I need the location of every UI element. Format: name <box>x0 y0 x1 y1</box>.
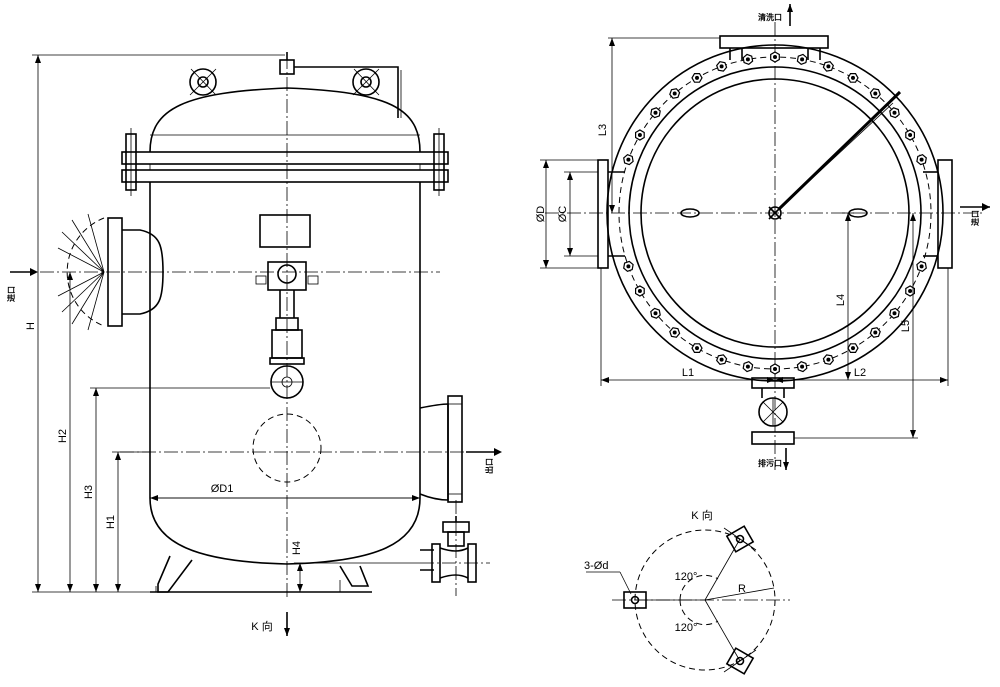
dim-D: ØD <box>535 206 547 223</box>
bolt-center <box>773 55 777 59</box>
dim-C: ØC <box>557 206 569 223</box>
k-view: K 向 3-Ød 120° 120° R <box>584 508 790 675</box>
bottom-dish <box>149 497 421 565</box>
bolt-center <box>873 91 878 96</box>
top-drain-valve: 排污口 <box>751 377 795 470</box>
cover-arm <box>777 90 902 211</box>
dim-H2: H2 <box>57 429 69 443</box>
k-view-radius: R <box>738 583 746 595</box>
bolt-center <box>800 364 805 369</box>
top-inlet-flange <box>597 159 625 269</box>
drain-label: 排污口 <box>758 458 782 468</box>
front-view: 进口 出口 <box>6 52 502 636</box>
bolt-center <box>626 264 631 269</box>
bolt-center <box>695 75 699 80</box>
front-outlet-label: 出口 <box>484 458 494 474</box>
dim-D1: ØD1 <box>211 483 234 495</box>
dim-H: H <box>25 322 37 330</box>
differential-pressure-gauge <box>255 261 319 318</box>
bolt-center <box>626 157 631 162</box>
top-flange <box>121 151 449 165</box>
bolt-ring <box>623 51 927 375</box>
flush-outlet-label: 清洗口 <box>758 12 782 22</box>
dim-H3: H3 <box>83 485 95 499</box>
cover-pivot <box>768 206 782 220</box>
dim-L3: L3 <box>597 124 609 136</box>
front-dimensions: H H2 H3 H1 H4 <box>25 54 420 593</box>
k-view-angle-upper: 120° <box>675 571 698 583</box>
drain-valve <box>420 500 490 596</box>
bolt-center <box>695 346 699 351</box>
bolt-center <box>908 289 913 293</box>
bolt-center <box>826 357 831 362</box>
dim-L2: L2 <box>854 367 866 379</box>
sampling-valve <box>269 317 305 399</box>
k-view-hole-top <box>725 525 755 553</box>
bolt-center <box>892 311 897 316</box>
bolt-center <box>637 289 642 293</box>
front-inlet-label: 进口 <box>6 286 16 302</box>
k-view-angle-lower: 120° <box>675 622 698 634</box>
inlet-nozzle <box>57 213 164 331</box>
k-view-hole-left <box>623 591 647 609</box>
top-inlet-label: 进口 <box>970 210 980 226</box>
top-outlet-flange: 进口 <box>923 159 990 269</box>
cover-inner <box>640 78 910 348</box>
bolt-center <box>672 91 677 96</box>
k-view-hole-bottom <box>725 647 755 675</box>
handle-left <box>680 208 700 218</box>
bolt-center <box>800 57 805 62</box>
bolt-center <box>908 133 913 137</box>
bolt-center <box>826 64 831 69</box>
bolt-center <box>919 157 924 162</box>
top-dome <box>149 87 421 153</box>
bolt-center <box>773 367 777 371</box>
internal-basket <box>252 413 322 483</box>
bolt-center <box>745 57 750 62</box>
bolt-center <box>745 364 750 369</box>
flush-outlet-nozzle: 清洗口 <box>719 4 829 60</box>
cover-flange <box>606 44 944 382</box>
dim-L4: L4 <box>835 294 847 306</box>
k-view-title: K 向 <box>691 508 712 522</box>
support-legs <box>150 555 372 593</box>
bolt-center <box>672 330 677 335</box>
k-view-arrow: K 向 <box>251 612 290 636</box>
bolt-center <box>719 357 724 362</box>
top-dimensions: L3 ØD ØC L1 L2 <box>535 37 949 439</box>
bolt-center <box>851 346 855 351</box>
dim-H4: H4 <box>291 541 303 555</box>
bolt-center <box>637 133 642 137</box>
lifting-lug-right <box>352 68 380 96</box>
bolt-center <box>873 330 878 335</box>
dim-H1: H1 <box>105 515 117 529</box>
dim-L5: L5 <box>900 320 912 332</box>
bolt-center <box>653 110 658 115</box>
k-view-arrow-label: K 向 <box>251 619 272 633</box>
bolt-center <box>892 110 897 115</box>
nameplate <box>259 214 311 248</box>
k-view-holes-label: 3-Ød <box>584 560 608 572</box>
top-view: 清洗口 进口 排污口 <box>535 4 990 470</box>
dim-L1: L1 <box>682 367 694 379</box>
lifting-lug-left <box>189 68 217 96</box>
bolt-center <box>919 264 924 269</box>
bolt-center <box>851 75 855 80</box>
bolt-center <box>653 311 658 316</box>
bolt-center <box>719 64 724 69</box>
outlet-nozzle <box>419 395 463 503</box>
